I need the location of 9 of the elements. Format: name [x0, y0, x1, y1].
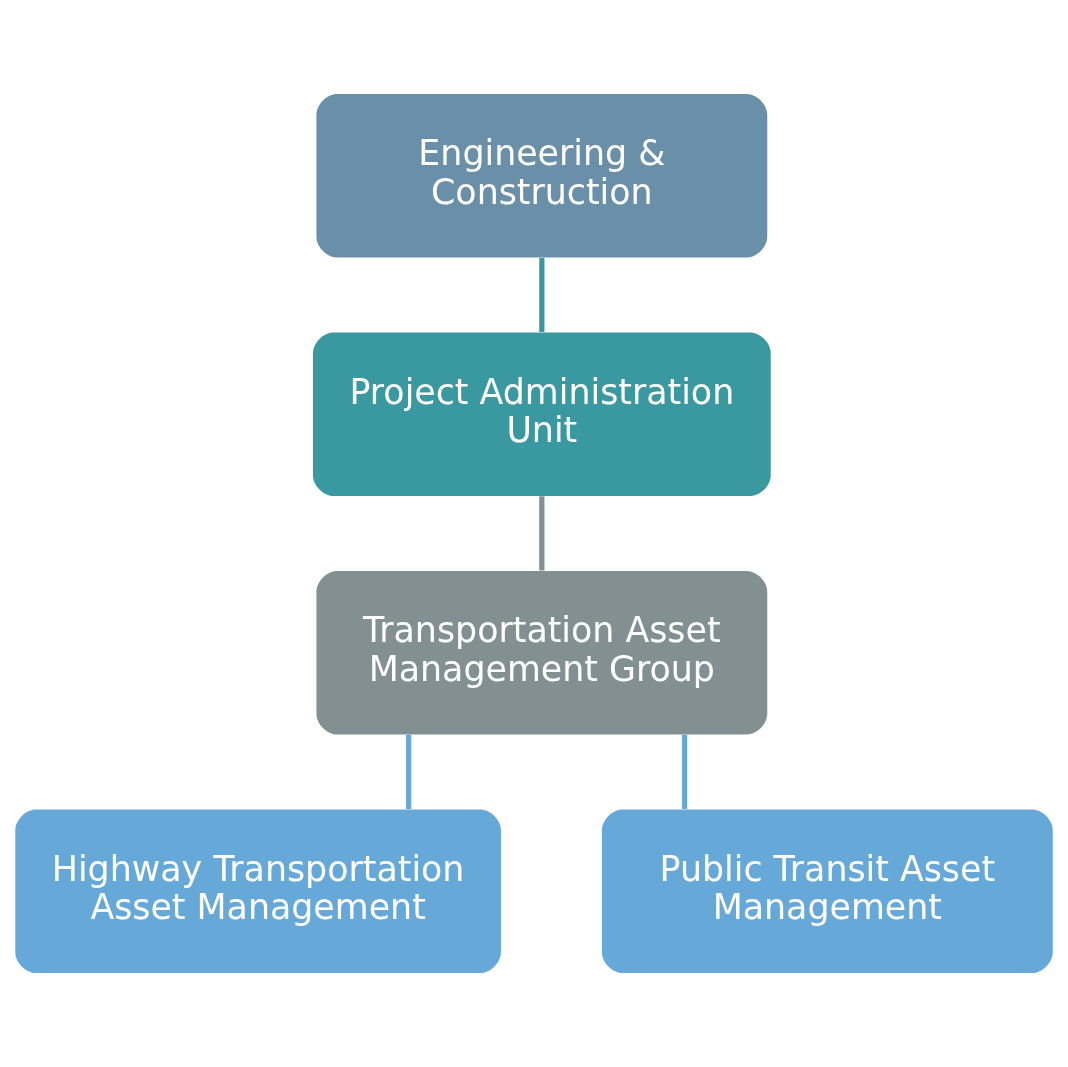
node-box: Project Administration Unit — [312, 332, 771, 497]
connector — [681, 734, 688, 809]
connector — [539, 496, 545, 571]
node-box: Public Transit Asset Management — [601, 809, 1053, 974]
node-box: Transportation Asset Management Group — [316, 570, 768, 735]
node-box: Highway Transportation Asset Management — [15, 809, 501, 974]
node-box: Engineering & Construction — [316, 93, 768, 258]
connector — [539, 257, 545, 333]
connector — [406, 734, 412, 809]
